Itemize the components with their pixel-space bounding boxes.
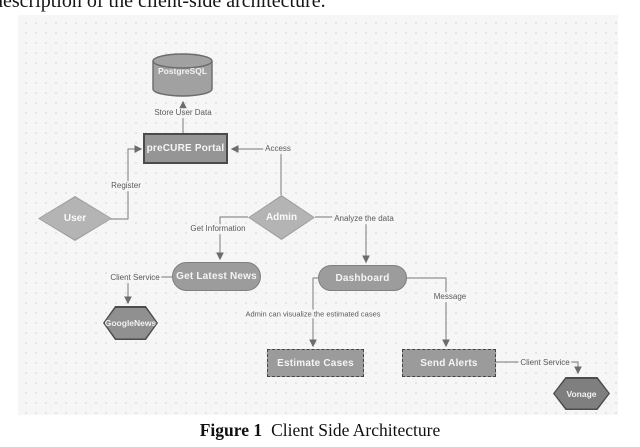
node-label: User (39, 197, 111, 240)
node-label: Send Alerts (420, 357, 478, 369)
node-admin: Admin (248, 195, 315, 240)
node-estimate-cases: Estimate Cases (267, 349, 364, 377)
node-label: GoogleNews (104, 307, 157, 339)
figure-caption-title: Client Side Architecture (271, 420, 441, 440)
node-label: preCURE Portal (146, 143, 225, 154)
edge-label-get-information: Get Information (188, 224, 248, 234)
node-label: Admin (249, 196, 314, 239)
edge-label-message: Message (431, 292, 469, 302)
node-label: Get Latest News (176, 271, 257, 282)
edge-label-access: Access (263, 144, 293, 154)
edge-label-client-service-vonage: Client Service (518, 358, 572, 368)
figure-caption: Figure 1 Client Side Architecture (0, 420, 640, 441)
node-postgresql-database: PostgreSQL (152, 53, 213, 97)
body-text-cropped: description of the client-side architect… (0, 0, 326, 12)
node-label: PostgreSQL (157, 66, 208, 76)
database-cylinder-icon (152, 53, 213, 97)
edge-label-store-user-data: Store User Data (152, 108, 214, 118)
node-label: Estimate Cases (277, 357, 354, 369)
node-label: Dashboard (335, 272, 390, 284)
edge-label-register: Register (109, 181, 143, 191)
node-get-latest-news: Get Latest News (172, 262, 261, 291)
node-precure-portal: preCURE Portal (143, 133, 228, 164)
node-dashboard: Dashboard (318, 265, 407, 291)
edge-label-client-service-news: Client Service (108, 273, 162, 283)
node-send-alerts: Send Alerts (402, 349, 496, 377)
figure-caption-label: Figure 1 (199, 420, 263, 440)
node-vonage: Vonage (553, 377, 610, 410)
node-googlenews: GoogleNews (103, 306, 158, 340)
node-label: Vonage (554, 378, 609, 409)
edge-label-analyze-the-data: Analyze the data (332, 214, 396, 224)
edge-label-admin-visualize: Admin can visualize the estimated cases (243, 309, 383, 319)
architecture-diagram-panel: PostgreSQL preCURE Portal User Admin Get… (18, 15, 618, 415)
node-user: User (38, 196, 112, 241)
